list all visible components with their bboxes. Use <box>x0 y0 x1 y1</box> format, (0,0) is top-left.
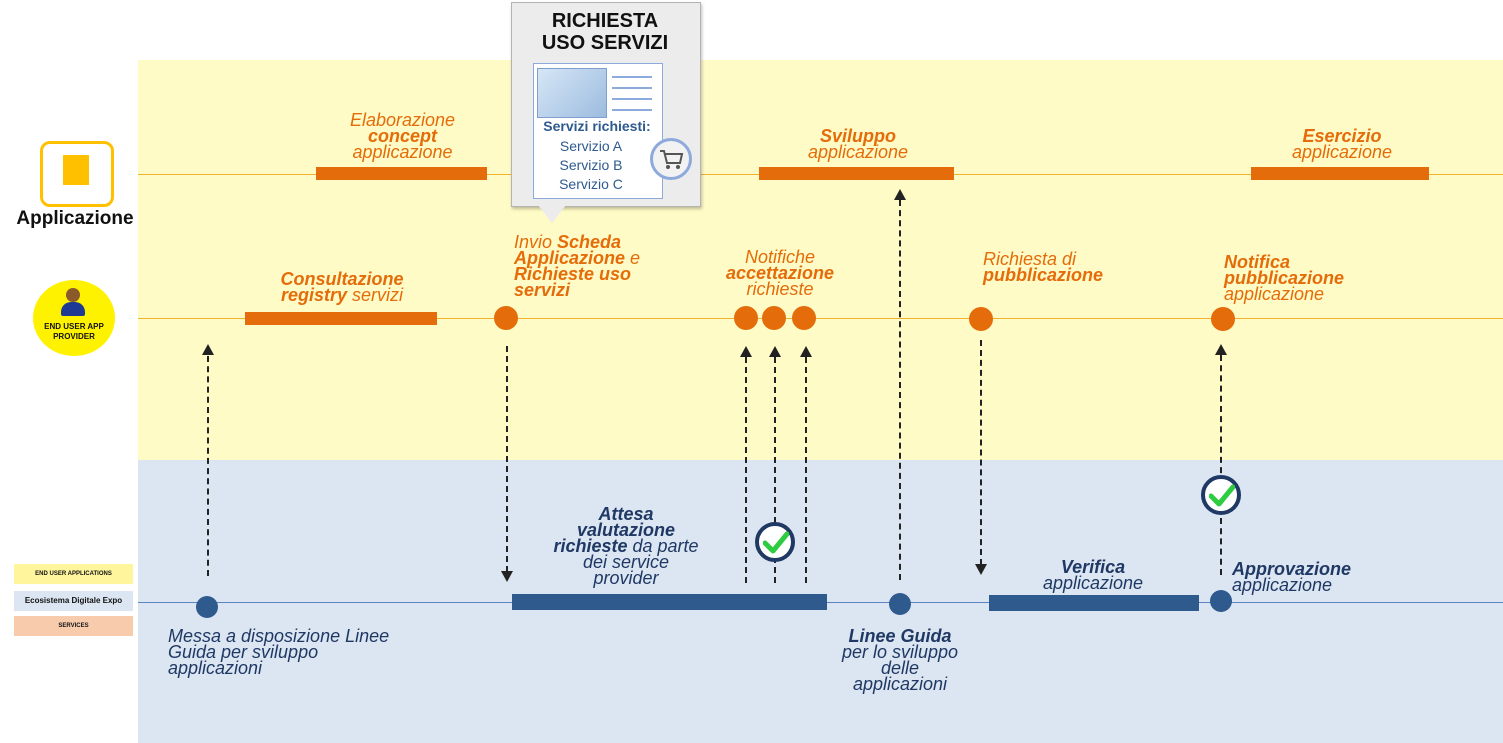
arrow-up-notifica-1 <box>740 346 752 357</box>
arrow-up-notifica-pub <box>1215 344 1227 355</box>
attesa-valutazione-bar <box>512 594 827 610</box>
arrow-up-linee-guida <box>894 189 906 200</box>
richiesta-pubblicazione-label: Richiesta di pubblicazione <box>983 249 1104 285</box>
richiesta-pubblicazione-milestone <box>969 307 993 331</box>
attesa-valutazione-label: Attesa valutazione richieste da parte de… <box>553 504 699 588</box>
person-head-icon <box>66 288 80 302</box>
servizio-b-item: Servizio B <box>559 157 623 173</box>
servizio-a-item: Servizio A <box>559 138 623 154</box>
elaborazione-bar <box>316 167 487 180</box>
messa-disposizione-milestone <box>196 596 218 618</box>
notifica-pubblicazione-label: Notifica pubblicazione applicazione <box>1224 252 1345 304</box>
arrow-line-notifica-2 <box>774 357 776 583</box>
check-icon-approvazione <box>1201 475 1241 515</box>
esercizio-bar <box>1251 167 1429 180</box>
messa-disposizione-label: Messa a disposizione Linee Guida per svi… <box>168 626 390 678</box>
approvazione-milestone <box>1210 590 1232 612</box>
arrow-line-messa <box>207 356 209 576</box>
arrow-line-linee-guida <box>899 200 901 580</box>
verifica-label: Verifica applicazione <box>1042 557 1144 593</box>
arrow-up-notifica-2 <box>769 346 781 357</box>
arrow-line-notifica-pub <box>1220 355 1222 575</box>
arrow-down-invio <box>501 571 513 582</box>
arrow-line-invio <box>506 346 508 572</box>
end-user-lane-label: END USER APP PROVIDER <box>44 322 104 341</box>
arrow-up-notifica-3 <box>800 346 812 357</box>
applicazione-lane-label: Applicazione <box>16 208 134 229</box>
sviluppo-bar <box>759 167 954 180</box>
document-image-icon <box>537 68 607 118</box>
sviluppo-label: Sviluppo applicazione <box>807 126 909 162</box>
linee-guida-label: Linee Guida per lo sviluppo delle applic… <box>841 626 959 694</box>
callout-tail <box>538 205 566 223</box>
applications-lane-background <box>138 60 1503 460</box>
end-user-timeline <box>138 318 1503 319</box>
servizi-richiesti-heading: Servizi richiesti: <box>543 118 651 134</box>
check-icon-attesa <box>755 522 795 562</box>
notifica-milestone-1 <box>734 306 758 330</box>
approvazione-label: Approvazione applicazione <box>1232 559 1352 595</box>
arrow-line-notifica-1 <box>745 357 747 583</box>
legend-services: SERVICES <box>14 616 133 636</box>
arrow-down-richiesta-pub <box>975 564 987 575</box>
invio-milestone <box>494 306 518 330</box>
app-shape-icon <box>63 155 89 185</box>
arrow-line-notifica-3 <box>805 357 807 583</box>
verifica-bar <box>989 595 1199 611</box>
arrow-line-richiesta-pub <box>980 340 982 565</box>
notifica-milestone-2 <box>762 306 786 330</box>
consultazione-bar <box>245 312 437 325</box>
person-body-icon <box>61 302 85 316</box>
arrow-up-messa <box>202 344 214 355</box>
document-text-lines <box>612 76 652 120</box>
invio-label: Invio Scheda Applicazione e Richieste us… <box>514 232 641 300</box>
notifiche-label: Notifiche accettazione richieste <box>725 247 835 299</box>
consultazione-label: Consultazione registry servizi <box>280 269 404 305</box>
servizio-c-item: Servizio C <box>559 176 623 192</box>
callout-title: RICHIESTA USO SERVIZI <box>541 10 669 54</box>
notifica-pubblicazione-milestone <box>1211 307 1235 331</box>
notifica-milestone-3 <box>792 306 816 330</box>
linee-guida-milestone <box>889 593 911 615</box>
shopping-cart-icon <box>650 138 692 180</box>
esercizio-label: Esercizio applicazione <box>1291 126 1393 162</box>
legend-ecosistema: Ecosistema Digitale Expo <box>14 591 133 611</box>
legend-end-user-applications: END USER APPLICATIONS <box>14 564 133 584</box>
elaborazione-label: Elaborazione concept applicazione <box>349 110 456 162</box>
